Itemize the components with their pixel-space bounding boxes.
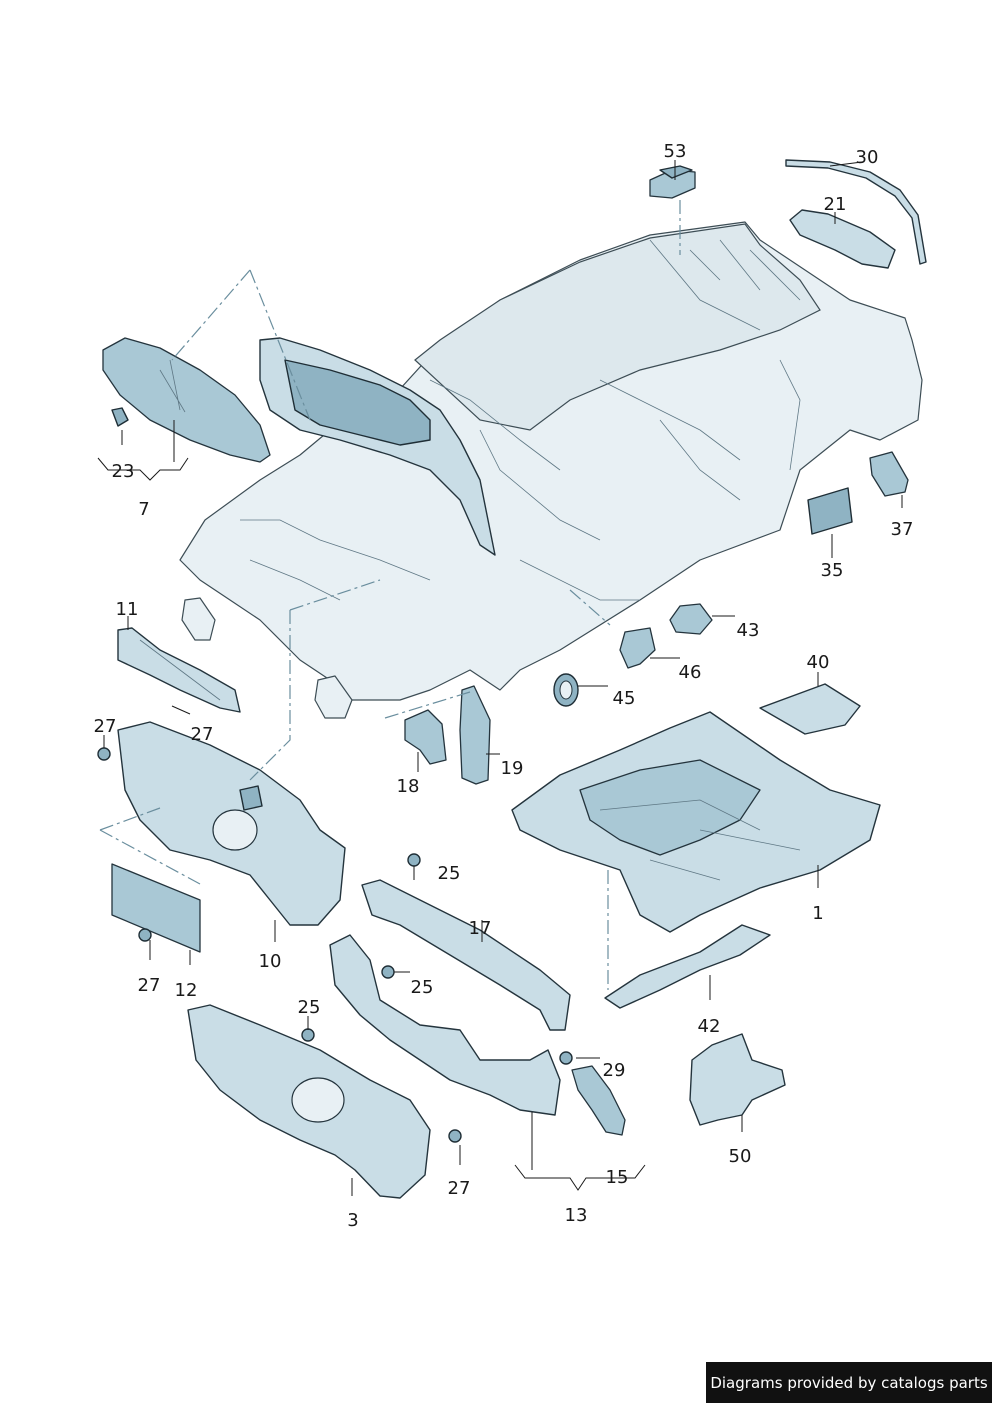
part-7-hood-insulation (102, 337, 496, 556)
part-18 (404, 709, 447, 765)
part-21 (789, 209, 896, 269)
part-42 (604, 924, 771, 1009)
part-15 (559, 1051, 626, 1136)
part-19 (459, 685, 491, 785)
callout-45: 45 (612, 688, 636, 709)
callout-12: 12 (174, 980, 198, 1001)
callout-25-b: 25 (410, 977, 434, 998)
callout-13: 13 (564, 1205, 588, 1226)
footer-credit: Diagrams provided by catalogs parts (706, 1362, 992, 1403)
callout-37: 37 (890, 519, 914, 540)
callout-15: 15 (605, 1167, 629, 1188)
callout-18: 18 (396, 776, 420, 797)
callout-17: 17 (468, 918, 492, 939)
callout-27-a: 27 (93, 716, 117, 737)
assembly-lines (99, 200, 681, 990)
callout-53: 53 (663, 141, 687, 162)
callout-35: 35 (820, 560, 844, 581)
part-45-grommet (553, 673, 579, 707)
part-1-floor-carpet (511, 711, 881, 933)
callout-27-d: 27 (447, 1178, 471, 1199)
callout-27-b: 27 (190, 724, 214, 745)
part-11 (117, 627, 241, 713)
callout-27-c: 27 (137, 975, 161, 996)
part-30-strip (785, 159, 927, 265)
callout-10: 10 (258, 951, 282, 972)
leader-lines (97, 160, 903, 1196)
callout-42: 42 (697, 1016, 721, 1037)
car-body-shell (179, 221, 923, 719)
part-12 (111, 863, 201, 953)
part-53 (649, 165, 696, 199)
callout-23: 23 (111, 461, 135, 482)
part-17-crossmember (361, 853, 571, 1031)
callout-40: 40 (806, 652, 830, 673)
callout-3: 3 (347, 1210, 359, 1231)
callout-11: 11 (115, 599, 139, 620)
callout-46: 46 (678, 662, 702, 683)
part-37 (869, 451, 909, 497)
callout-1: 1 (812, 903, 824, 924)
part-50 (689, 1033, 786, 1126)
part-13 (329, 934, 561, 1116)
callout-25-a: 25 (437, 863, 461, 884)
part-43 (669, 603, 713, 635)
callout-50: 50 (728, 1146, 752, 1167)
part-35-pad (807, 487, 853, 535)
callout-25-c: 25 (297, 997, 321, 1018)
callout-7: 7 (138, 499, 150, 520)
callout-43: 43 (736, 620, 760, 641)
part-10-bulkhead (97, 721, 346, 926)
part-40 (759, 683, 861, 735)
part-3-dash-insulation (187, 1004, 462, 1199)
part-46 (619, 627, 656, 669)
callout-19: 19 (500, 758, 524, 779)
callout-30: 30 (855, 147, 879, 168)
callout-29: 29 (602, 1060, 626, 1081)
callout-21: 21 (823, 194, 847, 215)
